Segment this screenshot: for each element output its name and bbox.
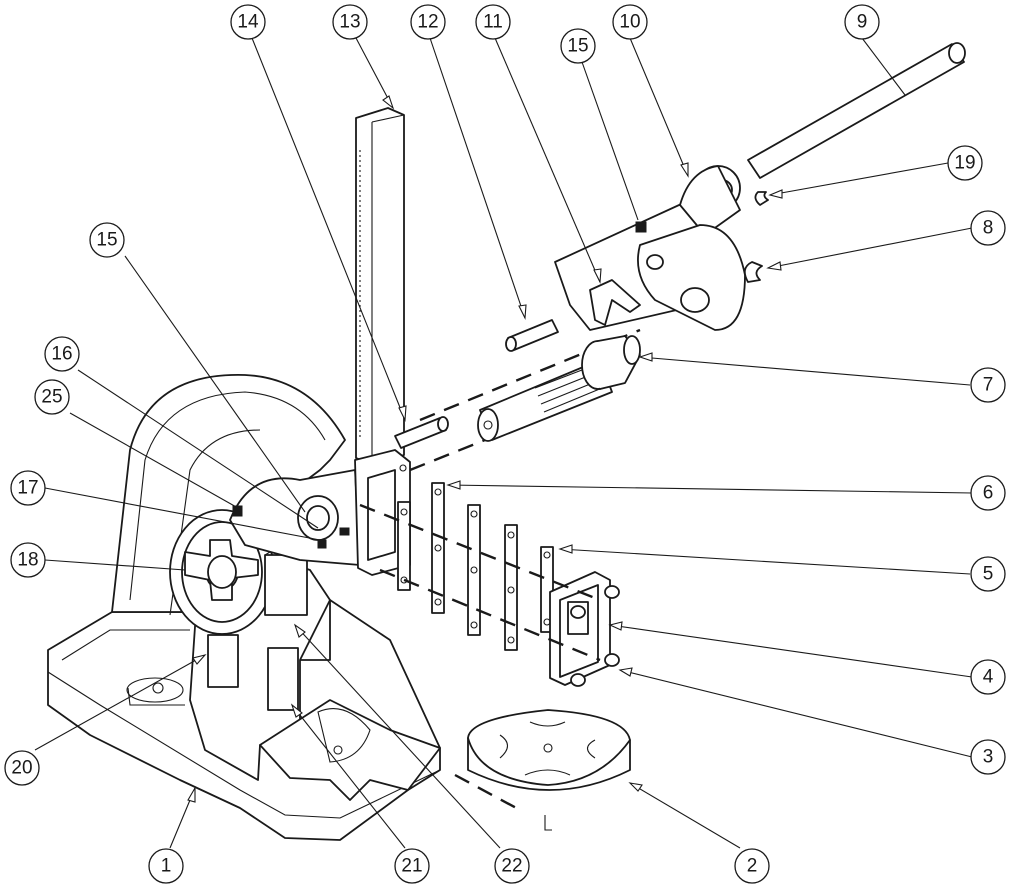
callout-9: 9 xyxy=(844,4,880,40)
callout-15-top: 15 xyxy=(560,28,596,64)
callout-8: 8 xyxy=(970,210,1006,246)
callout-25: 25 xyxy=(34,379,70,415)
turntable-plate xyxy=(467,709,631,831)
callout-21: 21 xyxy=(394,848,430,884)
callout-label: 19 xyxy=(954,153,975,174)
callout-label: 2 xyxy=(747,856,758,877)
callout-label: 12 xyxy=(417,12,438,33)
callout-label: 17 xyxy=(17,478,38,499)
callout-10: 10 xyxy=(612,4,648,40)
callout-label: 9 xyxy=(857,12,868,33)
rack-ram xyxy=(355,107,405,466)
callout-label: 4 xyxy=(983,667,994,688)
callout-label: 25 xyxy=(41,387,62,408)
callout-label: 21 xyxy=(401,856,422,877)
callout-label: 5 xyxy=(983,564,994,585)
callout-22: 22 xyxy=(494,848,530,884)
callout-label: 7 xyxy=(983,375,994,396)
callout-13: 13 xyxy=(332,4,368,40)
callout-16: 16 xyxy=(44,336,80,372)
callout-label: 15 xyxy=(96,230,117,251)
callout-label: 1 xyxy=(161,856,172,877)
callout-20: 20 xyxy=(4,750,40,786)
head-block xyxy=(229,469,361,566)
callout-label: 10 xyxy=(619,12,640,33)
retaining-rings xyxy=(743,191,769,283)
guide-bracket xyxy=(354,449,411,576)
callout-18: 18 xyxy=(10,542,46,578)
callout-label: 22 xyxy=(501,856,522,877)
handle-hub xyxy=(554,165,746,331)
callout-label: 3 xyxy=(983,747,994,768)
callout-5: 5 xyxy=(970,556,1006,592)
callout-3: 3 xyxy=(970,739,1006,775)
callout-6: 6 xyxy=(970,475,1006,511)
callout-label: 14 xyxy=(237,12,259,33)
callout-label: 8 xyxy=(983,218,994,239)
pawl xyxy=(589,279,641,326)
callout-label: 11 xyxy=(483,12,503,33)
gib-plates xyxy=(397,482,554,651)
callout-1: 1 xyxy=(148,848,184,884)
callout-label: 20 xyxy=(11,758,32,779)
callout-11: 11 xyxy=(475,4,511,40)
callout-2: 2 xyxy=(734,848,770,884)
callout-label: 16 xyxy=(51,344,72,365)
callout-7: 7 xyxy=(970,367,1006,403)
callout-12: 12 xyxy=(410,4,446,40)
handle-bar xyxy=(747,42,966,179)
callout-label: 6 xyxy=(983,483,994,504)
leader-lines xyxy=(34,37,973,849)
callout-label: 18 xyxy=(17,550,38,571)
pin xyxy=(505,319,559,352)
callout-label: 15 xyxy=(567,36,588,57)
callout-17: 17 xyxy=(10,470,46,506)
callout-label: 13 xyxy=(339,12,360,33)
front-cover-plate xyxy=(549,571,620,687)
callout-4: 4 xyxy=(970,659,1006,695)
arrowheads xyxy=(187,95,783,803)
rod xyxy=(394,416,449,449)
callout-19: 19 xyxy=(947,145,983,181)
callout-14: 14 xyxy=(230,4,266,40)
pinion-shaft xyxy=(477,335,641,442)
callout-15-left: 15 xyxy=(89,222,125,258)
